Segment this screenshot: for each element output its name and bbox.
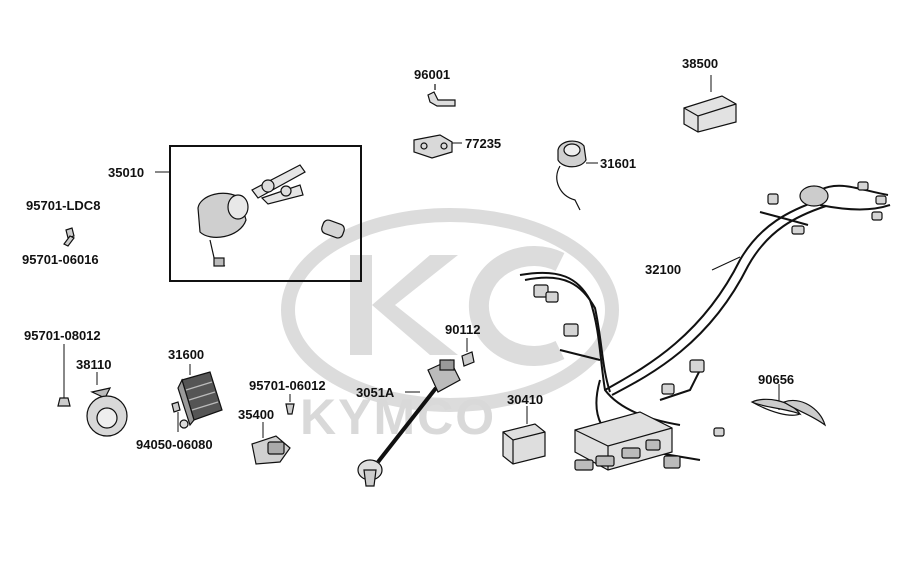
label-30410: 30410 <box>507 392 544 407</box>
wire-harness-32100-part <box>519 184 891 461</box>
screw-95701-ldc8-part <box>63 227 75 247</box>
label-38110: 38110 <box>76 357 112 372</box>
sensor-3051a-part <box>357 359 461 487</box>
screw-95701-06012-part <box>285 394 295 415</box>
label-95701-ldc8: 95701-LDC8 <box>26 198 101 213</box>
unit-30410-part <box>502 406 546 465</box>
label-35400: 35400 <box>238 407 275 422</box>
label-90656: 90656 <box>758 372 795 387</box>
screw-95701-08012-part <box>57 344 71 407</box>
regulator-31600-part <box>177 364 223 427</box>
bolt-96001-part <box>427 84 456 107</box>
clips-90656-part <box>750 384 827 427</box>
sensor-35400-part <box>251 422 291 465</box>
label-3051a: 3051A <box>356 385 395 400</box>
label-31600: 31600 <box>168 347 205 362</box>
switch-31601-part <box>556 140 598 211</box>
ignition-switch-part <box>197 164 345 267</box>
label-96001: 96001 <box>414 67 451 82</box>
label-90112: 90112 <box>445 322 481 337</box>
ignition-set-frame <box>169 145 362 282</box>
bracket-77235-part <box>413 134 462 159</box>
label-95701-06012: 95701-06012 <box>249 378 326 393</box>
label-31601: 31601 <box>600 156 637 171</box>
bolt-90112-part <box>461 338 475 367</box>
harness-connectors <box>533 181 887 437</box>
nut-94050-06080-part <box>171 401 189 432</box>
relay-38500-part <box>683 75 737 133</box>
fuse-box-part <box>574 411 681 471</box>
horn-38110-part <box>86 372 128 437</box>
label-94050-06080: 94050-06080 <box>136 437 213 452</box>
brand-watermark: KYMCO <box>300 389 497 445</box>
label-95701-06016: 95701-06016 <box>22 252 99 267</box>
label-32100: 32100 <box>645 262 682 277</box>
label-35010: 35010 <box>108 165 145 180</box>
label-95701-08012: 95701-08012 <box>24 328 101 343</box>
label-77235: 77235 <box>465 136 502 151</box>
label-38500: 38500 <box>682 56 719 71</box>
